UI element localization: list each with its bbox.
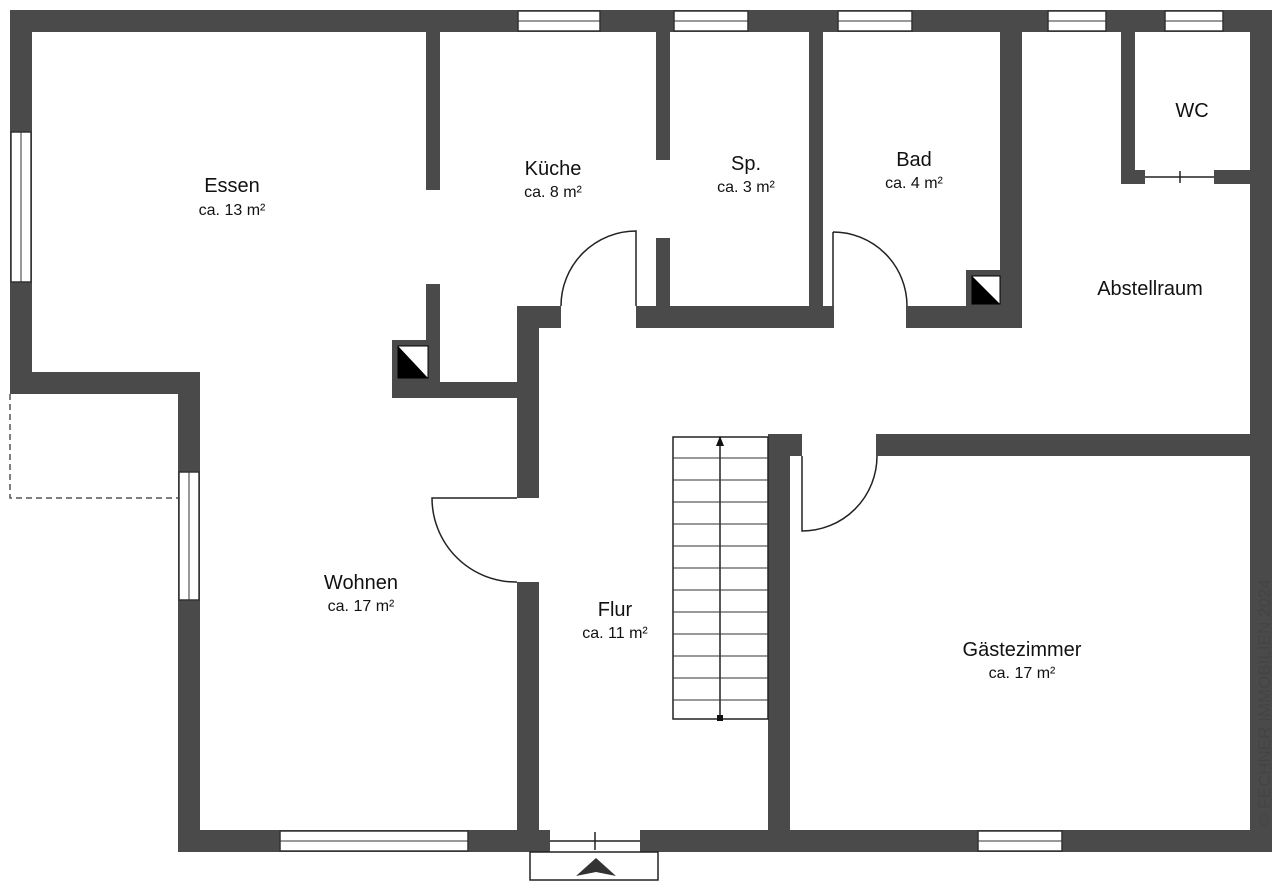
room-name-abstellraum: Abstellraum [1097,278,1203,300]
window-left-2 [178,471,200,601]
windows [10,10,1224,852]
room-area-bad: ca. 4 m² [885,175,943,192]
doors [431,171,1214,583]
room-area-flur: ca. 11 m² [582,625,648,642]
chimney-right [966,270,1006,310]
room-name-wc: WC [1175,100,1208,122]
room-name-speis: Sp. [731,153,761,175]
terrace-outline [9,394,178,499]
entrance-arrow-icon [576,858,616,876]
door-wohnen [431,497,518,583]
door-kueche [560,230,637,307]
window-top-3 [837,10,913,32]
window-top-2 [673,10,749,32]
room-area-gaestezimmer: ca. 17 m² [989,665,1056,682]
room-name-flur: Flur [598,599,633,621]
room-name-kueche: Küche [525,158,582,180]
copyright-text: © FECHNER IMMOBILIEN 2024 [1255,579,1274,826]
room-labels: Essen ca. 13 m² Küche ca. 8 m² Sp. ca. 3… [199,100,1209,682]
window-left-1 [10,131,32,283]
stair-arrow-icon [716,436,724,446]
room-name-bad: Bad [896,149,932,171]
room-name-gaestezimmer: Gästezimmer [963,639,1082,661]
room-area-speis: ca. 3 m² [717,179,775,196]
door-wc [1145,171,1214,183]
window-bottom-1 [279,830,469,852]
chimney-left [392,340,434,384]
interior-walls [392,32,1272,852]
staircase [672,436,769,721]
window-top-5 [1164,10,1224,32]
room-area-wohnen: ca. 17 m² [328,598,395,615]
room-name-essen: Essen [204,175,260,197]
entrance [529,832,659,881]
door-gaestezimmer [801,455,878,532]
room-area-essen: ca. 13 m² [199,202,266,219]
window-bottom-2 [977,830,1063,852]
window-top-4 [1047,10,1107,32]
room-area-kueche: ca. 8 m² [524,184,582,201]
door-bad [832,231,908,307]
window-top-1 [517,10,601,32]
room-name-wohnen: Wohnen [324,572,398,594]
outer-walls [10,10,1272,852]
